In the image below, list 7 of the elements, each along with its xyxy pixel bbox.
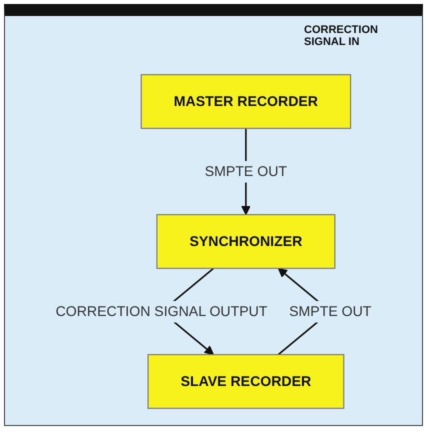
node-box: SLAVE RECORDER [147, 354, 344, 409]
edge-label: CORRECTION SIGNAL OUTPUT [56, 303, 268, 320]
node-box: MASTER RECORDER [140, 74, 352, 129]
node-box: SYNCHRONIZER [156, 214, 336, 269]
edge-label: SMPTE OUT [289, 303, 372, 320]
signal-label: CORRECTION SIGNAL IN [304, 24, 379, 48]
edge-label: SMPTE OUT [204, 163, 288, 180]
